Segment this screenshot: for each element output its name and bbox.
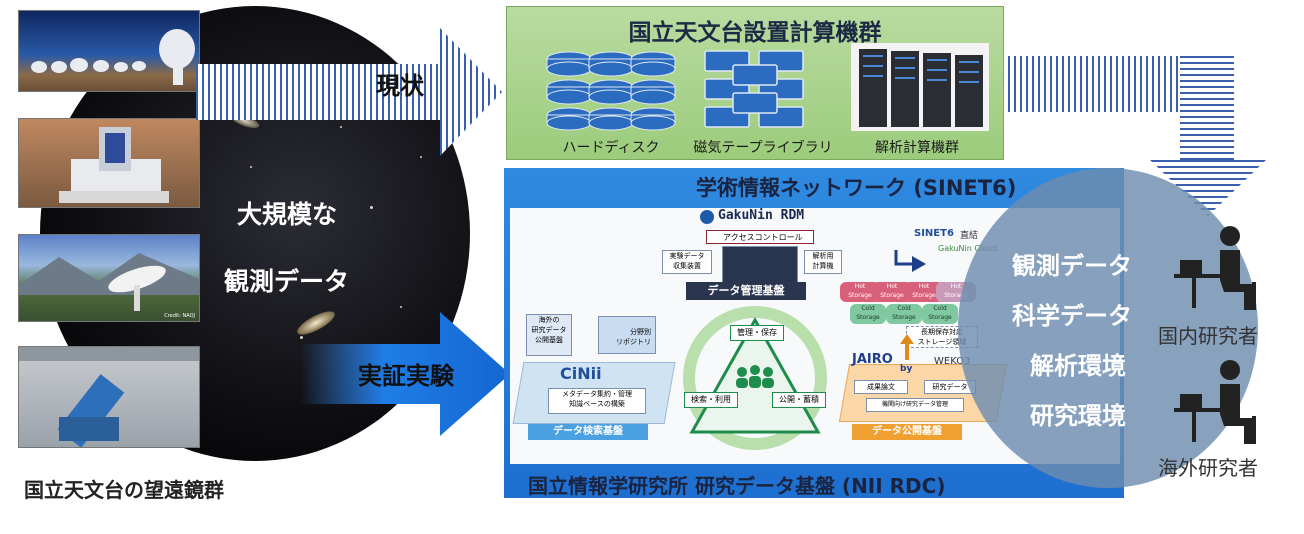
research-cycle (683, 306, 827, 450)
hard-disk-caption: ハードディスク (562, 140, 660, 156)
nii-rdc-title: 国立情報学研究所 研究データ基盤 (NII RDC) (528, 474, 946, 498)
access-control-box: アクセスコントロール (706, 230, 814, 244)
experiment-arrow (300, 312, 510, 436)
mgmt-save-box: 管理・保存 (730, 325, 784, 341)
large-scale-label: 大規模な (237, 200, 338, 229)
hard-disk-icon (546, 51, 676, 131)
cold-storage-2: Cold Storage (886, 304, 922, 324)
hot-storage-3: Hot Storage (904, 282, 944, 302)
publish-platform-label: データ公開基盤 (852, 424, 962, 440)
star (250, 166, 252, 168)
gakunin-logo-icon (700, 210, 714, 224)
current-arrow-body (196, 64, 446, 120)
search-platform-label: データ検索基盤 (528, 424, 648, 440)
access-control-label: アクセスコントロール (723, 233, 803, 242)
sinet-direct-label: 直結 (960, 231, 979, 241)
circle-item-science: 科学データ (1012, 302, 1132, 330)
domestic-researcher-label: 国内研究者 (1158, 324, 1258, 348)
radio-dish-icon (19, 253, 199, 311)
tape-library-icon (704, 50, 804, 128)
photo-radio-telescope: Credit: NAOJ (18, 234, 200, 322)
sinet-logo: SINET6 (914, 228, 954, 239)
network-arrow-head (1150, 160, 1266, 216)
photo-credit: Credit: NAOJ (164, 313, 195, 319)
research-data-box: 研究データ (924, 380, 976, 394)
network-arrow-body (1002, 56, 1212, 112)
circle-item-observation: 観測データ (1012, 252, 1132, 280)
cold-storage-3: Cold Storage (922, 304, 958, 324)
rdm-screen (722, 246, 798, 284)
overseas-researcher-icon (1174, 360, 1256, 444)
institution-data-box: 機関向け研究データ管理 (866, 398, 964, 412)
domestic-researcher-icon (1174, 226, 1256, 310)
overseas-repo-box: 海外の 研究データ 公開基盤 (526, 314, 572, 356)
analysis-machine-box: 解析用 計算機 (804, 250, 842, 274)
circle-item-research: 研究環境 (1030, 402, 1126, 430)
cinii-logo: CiNii (560, 364, 602, 383)
experiment-label: 実証実験 (358, 362, 454, 390)
photo-alma (18, 10, 200, 92)
telescopes-caption: 国立天文台の望遠鏡群 (24, 478, 224, 502)
services-circle (958, 168, 1258, 488)
server-rack-icon (851, 43, 989, 131)
naoj-box-title: 国立天文台設置計算機群 (628, 20, 882, 46)
gakunin-cloud-label: GakuNin Cloud (938, 244, 998, 253)
naoj-computers-box: 国立天文台設置計算機群 (506, 6, 1004, 160)
overseas-researcher-label: 海外研究者 (1158, 456, 1258, 480)
star (370, 206, 373, 209)
hot-storage-2: Hot Storage (872, 282, 912, 302)
hot-storage-1: Hot Storage (840, 282, 880, 302)
network-arrow-down (1180, 56, 1234, 166)
data-mgmt-platform: データ管理基盤 (686, 282, 806, 300)
papers-box: 成果論文 (854, 380, 908, 394)
photo-optical-telescope (18, 346, 200, 448)
sinet-title: 学術情報ネットワーク (SINET6) (696, 176, 1017, 200)
antenna-array-icon (31, 29, 195, 85)
exp-data-box: 実験データ 収集装置 (662, 250, 712, 274)
gakunin-rdm-label: GakuNin RDM (718, 208, 805, 223)
search-use-box: 検索・利用 (684, 392, 738, 408)
circle-item-analysis: 解析環境 (1030, 352, 1126, 380)
weko-logo: WEKO3 (934, 356, 971, 367)
publish-share-box: 公開・蓄積 (772, 392, 826, 408)
telescope-dome-icon (59, 127, 169, 203)
analysis-computers-caption: 解析計算機群 (875, 140, 959, 156)
field-repo-box: 分野別 リポジトリ (598, 316, 656, 354)
star (400, 306, 402, 308)
current-label: 現状 (376, 72, 424, 100)
jairo-logo: JAIRO (852, 352, 893, 367)
current-arrow-head (440, 28, 502, 156)
meta-mgmt-box: メタデータ集約・管理 知識ベースの構築 (548, 388, 646, 414)
star (300, 336, 303, 339)
up-arrow-icon (900, 334, 914, 360)
star (340, 126, 342, 128)
observation-data-label: 観測データ (224, 267, 350, 296)
tape-library-caption: 磁気テープライブラリ (693, 140, 833, 156)
down-arrow-icon (894, 250, 926, 272)
star (420, 156, 422, 158)
cold-storage-1: Cold Storage (850, 304, 886, 324)
telescope-icon (19, 347, 199, 447)
by-label: by (900, 364, 913, 374)
photo-subaru (18, 118, 200, 208)
